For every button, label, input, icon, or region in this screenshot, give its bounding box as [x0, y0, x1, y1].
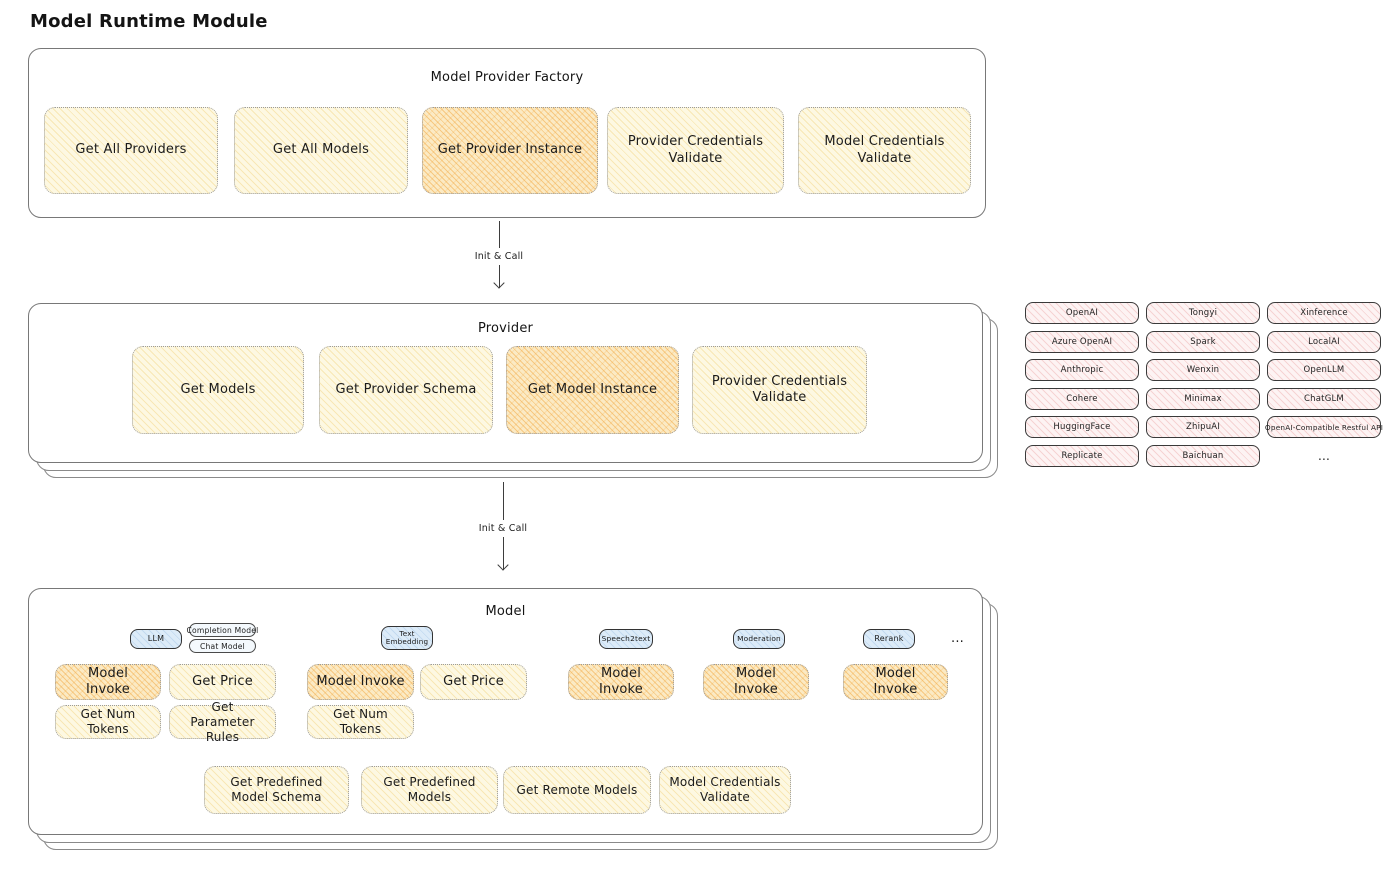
- tag-label: LLM: [147, 634, 165, 644]
- node-label: Get Num Tokens: [80, 707, 136, 736]
- provider-pill-wenxin: Wenxin: [1146, 359, 1260, 381]
- tag-chat-model: Chat Model: [189, 639, 256, 653]
- node-get-all-models: Get All Models: [234, 107, 408, 194]
- provider-pill-tongyi: Tongyi: [1146, 302, 1260, 324]
- model-panel-title: Model: [485, 604, 526, 619]
- factory-panel-title: Model Provider Factory: [430, 70, 584, 85]
- node-embedding-model-invoke: Model Invoke: [307, 664, 414, 700]
- node-get-provider-instance: Get Provider Instance: [422, 107, 598, 194]
- provider-panel-title: Provider: [477, 321, 534, 336]
- provider-pill-minimax: Minimax: [1146, 387, 1260, 410]
- tag-label: Text Embedding: [385, 628, 429, 646]
- model-stack: Model LLM Completion Model Chat Model Te…: [28, 588, 998, 850]
- node-get-remote-models: Get Remote Models: [503, 766, 651, 814]
- tag-llm: LLM: [130, 629, 182, 649]
- provider-pill-spark: Spark: [1146, 330, 1260, 353]
- node-get-predefined-models: Get Predefined Models: [361, 766, 498, 814]
- arrow-label: Init & Call: [478, 523, 528, 534]
- tag-text-embedding: Text Embedding: [381, 626, 433, 650]
- provider-pill-cohere: Cohere: [1025, 387, 1139, 410]
- node-llm-get-parameter-rules: Get Parameter Rules: [169, 700, 276, 744]
- provider-pill-xinference: Xinference: [1267, 302, 1381, 324]
- node-label: Model Credentials Validate: [824, 134, 945, 166]
- node-label: Provider Credentials Validate: [711, 373, 848, 405]
- node-label: Get Parameter Rules: [190, 699, 255, 744]
- factory-panel: Model Provider Factory Get All Providers…: [28, 48, 986, 218]
- arrow-label: Init & Call: [474, 251, 524, 262]
- node-label: Get Predefined Models: [383, 775, 476, 804]
- node-model-credentials-validate: Model Credentials Validate: [798, 107, 971, 194]
- provider-pill-zhipuai: ZhipuAI: [1146, 416, 1260, 438]
- node-label: Get Price: [443, 673, 504, 689]
- page-title: Model Runtime Module: [30, 11, 268, 32]
- node-label: Get Model Instance: [527, 381, 658, 397]
- node-label: Get All Providers: [75, 142, 187, 158]
- tag-label: Completion Model: [186, 625, 259, 635]
- tag-speech2text: Speech2text: [599, 629, 653, 649]
- provider-pill-openai-compatible: OpenAI-Compatible Restful API: [1265, 416, 1383, 438]
- node-provider-credentials-validate-2: Provider Credentials Validate: [692, 346, 867, 434]
- node-llm-get-price: Get Price: [169, 664, 276, 700]
- node-label: Model Invoke: [86, 665, 130, 697]
- provider-stack: Provider Get Models Get Provider Schema …: [28, 303, 998, 478]
- model-types-ellipsis: ...: [951, 631, 964, 646]
- node-rerank-model-invoke: Model Invoke: [843, 664, 948, 700]
- tag-label: Rerank: [874, 634, 904, 644]
- provider-pill-openai: OpenAI: [1025, 302, 1139, 324]
- model-panel: Model LLM Completion Model Chat Model Te…: [28, 588, 983, 835]
- node-label: Get All Models: [272, 142, 370, 158]
- arrow-factory-to-provider: Init & Call: [459, 221, 539, 289]
- provider-panel: Provider Get Models Get Provider Schema …: [28, 303, 983, 463]
- node-label: Get Provider Instance: [437, 142, 583, 158]
- node-label: Model Invoke: [734, 665, 778, 697]
- tag-completion-model: Completion Model: [186, 623, 259, 637]
- node-embedding-get-price: Get Price: [420, 664, 527, 700]
- node-label: Model Invoke: [316, 673, 405, 689]
- node-label: Get Predefined Model Schema: [230, 775, 323, 804]
- node-get-predefined-model-schema: Get Predefined Model Schema: [204, 766, 349, 814]
- node-model-credentials-validate-2: Model Credentials Validate: [659, 766, 791, 814]
- node-label: Get Remote Models: [516, 782, 638, 797]
- tag-moderation: Moderation: [733, 629, 785, 649]
- node-speech2text-model-invoke: Model Invoke: [568, 664, 674, 700]
- arrow-head-icon: [493, 277, 505, 289]
- provider-pill-replicate: Replicate: [1025, 444, 1139, 467]
- node-provider-credentials-validate: Provider Credentials Validate: [607, 107, 784, 194]
- arrow-head-icon: [497, 559, 509, 571]
- provider-list-ellipsis: ...: [1317, 448, 1331, 463]
- arrow-line: [502, 537, 504, 570]
- node-get-models: Get Models: [132, 346, 304, 434]
- node-label: Model Invoke: [599, 665, 643, 697]
- provider-pill-anthropic: Anthropic: [1025, 359, 1139, 381]
- provider-pill-azure-openai: Azure OpenAI: [1025, 330, 1139, 353]
- tag-label: Speech2text: [601, 633, 651, 643]
- tag-label: Moderation: [737, 633, 781, 643]
- node-label: Model Invoke: [873, 665, 918, 697]
- node-llm-get-num-tokens: Get Num Tokens: [55, 705, 161, 739]
- arrow-line: [498, 221, 500, 248]
- provider-pill-openllm: OpenLLM: [1267, 359, 1381, 381]
- arrow-provider-to-model: Init & Call: [463, 482, 543, 571]
- node-label: Provider Credentials Validate: [627, 134, 764, 166]
- node-label: Get Price: [192, 673, 253, 689]
- node-label: Get Num Tokens: [333, 707, 388, 736]
- node-get-model-instance: Get Model Instance: [506, 346, 679, 434]
- node-label: Get Models: [180, 381, 256, 397]
- arrow-line: [502, 482, 504, 520]
- tag-label: Chat Model: [200, 641, 245, 651]
- node-embedding-get-num-tokens: Get Num Tokens: [307, 705, 414, 739]
- arrow-line: [498, 265, 500, 288]
- provider-list: OpenAI Tongyi Xinference Azure OpenAI Sp…: [1025, 302, 1383, 467]
- node-moderation-model-invoke: Model Invoke: [703, 664, 809, 700]
- provider-pill-chatglm: ChatGLM: [1267, 387, 1381, 410]
- provider-pill-huggingface: HuggingFace: [1025, 416, 1139, 438]
- node-get-all-providers: Get All Providers: [44, 107, 218, 194]
- node-get-provider-schema: Get Provider Schema: [319, 346, 493, 434]
- tag-rerank: Rerank: [863, 629, 915, 649]
- provider-pill-localai: LocalAI: [1267, 330, 1381, 353]
- node-label: Get Provider Schema: [335, 381, 477, 397]
- node-llm-model-invoke: Model Invoke: [55, 664, 161, 700]
- node-label: Model Credentials Validate: [669, 775, 781, 804]
- provider-pill-baichuan: Baichuan: [1146, 444, 1260, 467]
